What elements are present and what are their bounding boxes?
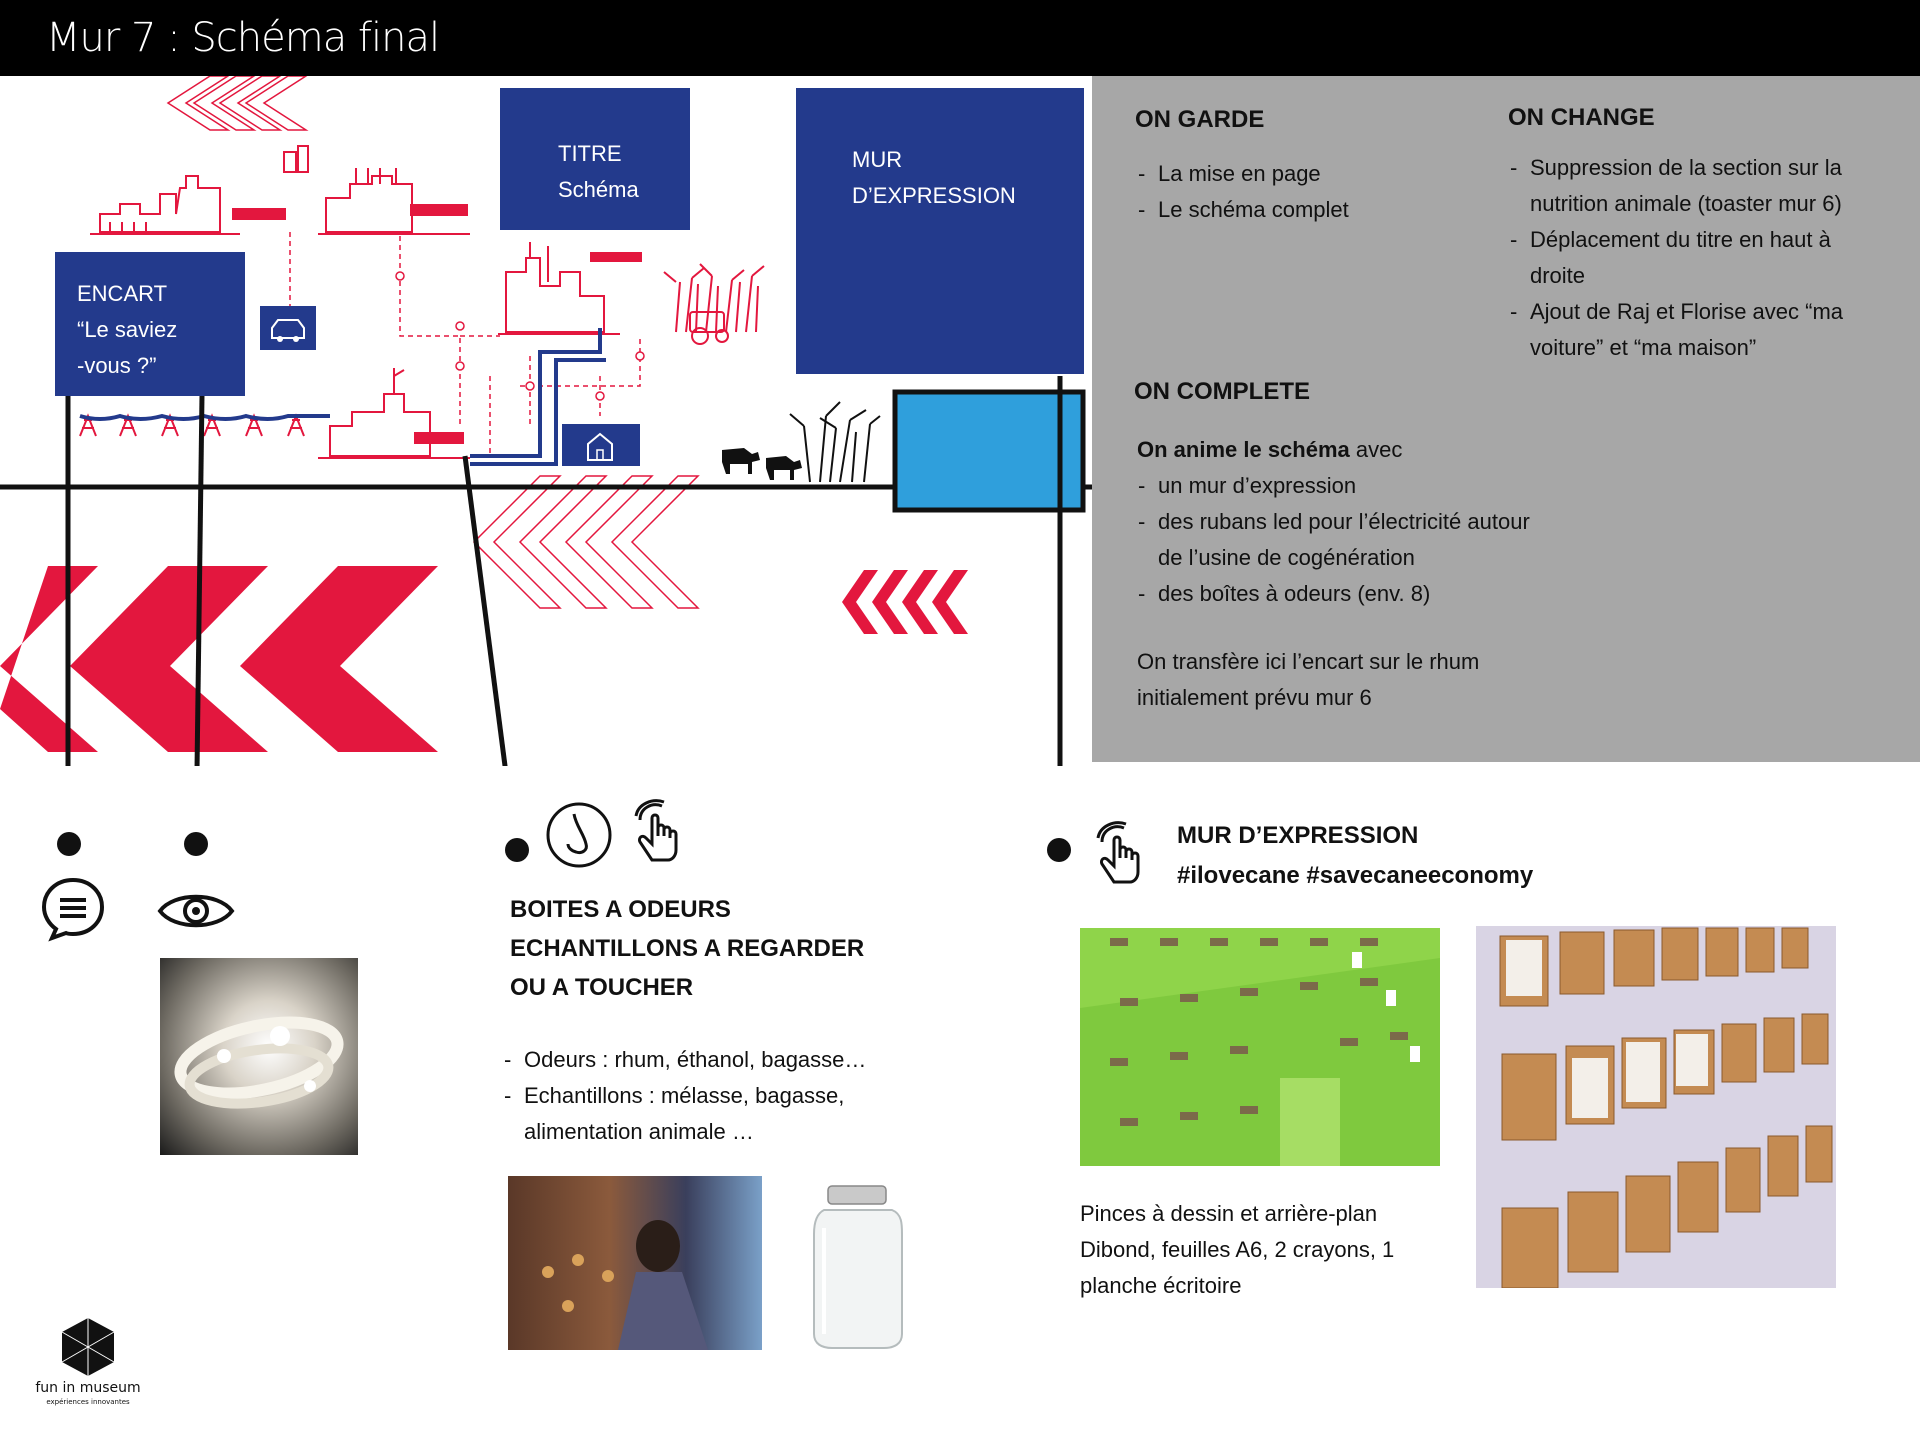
- expression-box-line1: MUR: [852, 147, 903, 172]
- smell-box-photo: [508, 1176, 762, 1350]
- complete-intro: On anime le schéma avec: [1137, 432, 1557, 468]
- plant-silhouettes: [789, 401, 881, 483]
- green-clip-wall-photo: [1080, 928, 1440, 1166]
- smells-heading-line: OU A TOUCHER: [510, 974, 694, 1001]
- smells-item: Odeurs : rhum, éthanol, bagasse…: [502, 1042, 922, 1078]
- page-title: Mur 7 : Schéma final: [46, 15, 440, 61]
- house-icon: [562, 424, 640, 466]
- expression-hashtags: #ilovecane #savecaneeconomy: [1177, 862, 1534, 889]
- transfer-note: On transfère ici l’encart sur le rhum in…: [1137, 649, 1480, 710]
- fun-in-museum-logo-icon: [61, 1318, 115, 1376]
- smells-item: Echantillons : mélasse, bagasse, aliment…: [502, 1078, 922, 1150]
- complete-intro-bold: On anime le schéma: [1137, 437, 1350, 462]
- nose-icon: [546, 802, 612, 868]
- complete-item: un mur d’expression: [1136, 468, 1536, 504]
- smells-heading: BOITES A ODEURS ECHANTILLONS A REGARDER …: [510, 890, 864, 1007]
- touch-hand-icon: [634, 799, 678, 862]
- cyan-box: [892, 389, 1086, 513]
- title-box-line1: TITRE: [558, 141, 622, 166]
- encart-box: ENCART “Le saviez -vous ?”: [55, 252, 245, 396]
- led-strip-line: [79, 413, 330, 421]
- encart-box-line3: -vous ?”: [77, 353, 157, 378]
- cane-field: [663, 263, 765, 345]
- glass-jar-photo: [810, 1184, 906, 1350]
- cattle-silhouettes: [722, 448, 802, 480]
- chevrons-large-solid: [0, 566, 438, 752]
- title-box: TITRE Schéma: [500, 88, 690, 230]
- change-item: Suppression de la section sur la nutriti…: [1508, 150, 1880, 222]
- complete-item: des rubans led pour l’électricité autour…: [1136, 504, 1536, 576]
- complete-intro-rest: avec: [1349, 437, 1403, 462]
- smells-list: Odeurs : rhum, éthanol, bagasse… Echanti…: [502, 1042, 922, 1150]
- factory-illustrations: [90, 145, 620, 459]
- blue-pipes: [470, 328, 606, 466]
- encart-box-line2: “Le saviez: [77, 317, 178, 342]
- keep-item: La mise en page: [1136, 156, 1456, 192]
- diagram-graphics: [0, 76, 1092, 766]
- logo-name: fun in museum: [35, 1380, 141, 1396]
- title-box-line2: Schéma: [558, 177, 639, 202]
- smells-heading-line: BOITES A ODEURS: [510, 896, 731, 923]
- complete-heading: ON COMPLETE: [1134, 378, 1311, 405]
- touch-hand-icon: [1096, 821, 1140, 884]
- clipboard-wall-photo: [1476, 926, 1836, 1288]
- leader-lines: [65, 376, 1063, 766]
- keep-item: Le schéma complet: [1136, 192, 1456, 228]
- chevrons-top-outline: [166, 76, 309, 131]
- speech-bubble-icon: [41, 877, 105, 942]
- expression-caption: Pinces à dessin et arrière-plan Dibond, …: [1080, 1201, 1395, 1298]
- flow-lines: [289, 232, 641, 456]
- expression-box-line2: D’EXPRESSION: [852, 183, 1016, 208]
- chevrons-middle-outline: [472, 475, 700, 609]
- eye-icon: [157, 894, 235, 928]
- leader-dots: [57, 832, 1071, 862]
- smells-heading-line: ECHANTILLONS A REGARDER: [510, 935, 865, 962]
- change-item: Déplacement du titre en haut à droite: [1508, 222, 1880, 294]
- header-bar: [0, 0, 1920, 76]
- chevrons-small-solid: [842, 570, 968, 634]
- change-item: Ajout de Raj et Florise avec “ma voiture…: [1508, 294, 1880, 366]
- complete-item: des boîtes à odeurs (env. 8): [1136, 576, 1536, 612]
- led-strip-photo: [160, 958, 358, 1155]
- expression-box: MUR D’EXPRESSION: [796, 88, 1084, 374]
- car-icon: [260, 306, 316, 350]
- keep-heading: ON GARDE: [1135, 106, 1265, 133]
- factory-labels: [232, 204, 642, 444]
- change-heading: ON CHANGE: [1508, 104, 1655, 131]
- complete-list: un mur d’expression des rubans led pour …: [1136, 468, 1536, 612]
- keep-list: La mise en page Le schéma complet: [1136, 156, 1456, 228]
- logo-tagline: expériences innovantes: [46, 1398, 130, 1406]
- expression-heading: MUR D’EXPRESSION: [1177, 822, 1419, 849]
- flow-nodes: [395, 271, 645, 401]
- encart-box-line1: ENCART: [77, 281, 168, 306]
- change-list: Suppression de la section sur la nutriti…: [1508, 150, 1880, 366]
